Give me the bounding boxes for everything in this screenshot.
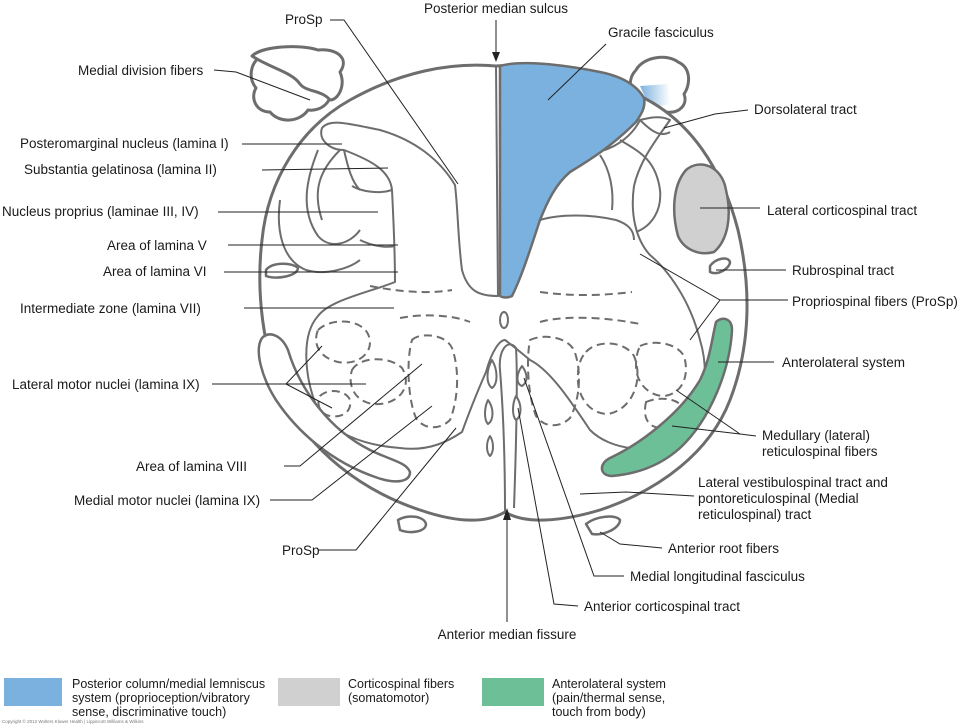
right-dorsal-lamina-1	[639, 119, 671, 136]
small-tract-left	[264, 262, 300, 279]
leader-lateral-vestibulospinal	[579, 491, 695, 497]
legend-swatch-anterolateral	[482, 678, 544, 706]
label-anterolateral-system: Anterolateral system	[782, 355, 905, 370]
lamina-V-boundary	[359, 239, 396, 248]
lateral-corticospinal-region	[673, 163, 730, 255]
label-posteromarginal-nucleus: Posteromarginal nucleus (lamina I)	[20, 136, 229, 151]
label-medial-division-fibers: Medial division fibers	[78, 63, 204, 78]
label-lamina-vi: Area of lamina VI	[103, 264, 207, 279]
right-dorsal-lamina-3	[539, 214, 635, 241]
leader-lamina-viii	[284, 363, 423, 467]
leader-prosp-bottom	[318, 427, 457, 551]
label-posterior-median-sulcus: Posterior median sulcus	[424, 1, 568, 16]
lamina-VI-dashed-left	[369, 285, 453, 294]
label-anterior-median-fissure: Anterior median fissure	[438, 627, 577, 642]
arrowhead-anterior	[503, 508, 511, 520]
label-gracile-fasciculus: Gracile fasciculus	[608, 25, 714, 40]
gracile-fasciculus-region	[498, 61, 646, 299]
label-nucleus-proprius: Nucleus proprius (laminae III, IV)	[2, 204, 199, 219]
legend-text-anterolateral-line1: Anterolateral system	[552, 677, 666, 691]
medial-motor-nucleus-left	[407, 334, 459, 429]
medial-longitudinal-fasciculus-right	[516, 365, 528, 387]
right-dorsal-lamina-4	[599, 154, 614, 211]
label-lateral-corticospinal-tract: Lateral corticospinal tract	[767, 203, 917, 218]
medial-longitudinal-fasciculus-left	[486, 359, 498, 389]
legend-text-posterior-column-line2: system (proprioception/vibratory	[72, 691, 251, 705]
leader-anterior-root	[599, 531, 663, 549]
labels: Posterior median sulcus ProSp Medial div…	[2, 1, 958, 642]
anterior-median-fissure-line	[498, 343, 518, 513]
leader-anterior-corticospinal	[517, 407, 579, 607]
lamina-VI-dashed-right	[539, 291, 633, 296]
lateral-vestibulospinal-left	[257, 333, 412, 483]
label-substantia-gelatinosa: Substantia gelatinosa (lamina II)	[24, 162, 217, 177]
anterior-corticospinal-left	[484, 399, 494, 425]
legend-text-anterolateral-line2: (pain/thermal sense,	[552, 691, 665, 705]
lamina-I-boundary	[343, 149, 361, 191]
anterolateral-system-region	[600, 317, 734, 478]
medial-motor-nucleus-right	[527, 335, 580, 427]
label-lateral-motor-nuclei: Lateral motor nuclei (lamina IX)	[12, 377, 200, 392]
leader-lines	[212, 19, 788, 622]
right-dorsal-lamina-2	[619, 139, 662, 233]
lateral-motor-nucleus-left-2	[349, 358, 407, 406]
copyright-text: Copyright © 2012 Wolters Kluwer Health |…	[2, 718, 144, 724]
leader-medial-motor	[270, 405, 433, 501]
leader-propriospinal-2	[689, 299, 721, 341]
posterior-median-sulcus-line	[495, 65, 499, 297]
label-lateral-vestibulospinal-line1: Lateral vestibulospinal tract and	[698, 475, 888, 490]
legend-text-anterolateral-line3: touch from body)	[552, 705, 646, 719]
label-propriospinal-fibers: Propriospinal fibers (ProSp)	[792, 294, 958, 309]
legend-swatch-posterior-column	[4, 678, 62, 706]
rubrospinal-tract-right	[708, 257, 732, 275]
label-medullary-line1: Medullary (lateral)	[762, 428, 870, 443]
legend-text-corticospinal-line2: (somatomotor)	[348, 691, 429, 705]
label-medullary-line2: reticulospinal fibers	[762, 444, 878, 459]
label-intermediate-zone: Intermediate zone (lamina VII)	[20, 301, 201, 316]
anterior-root-fibers-right	[584, 515, 622, 536]
legend-text-corticospinal-line1: Corticospinal fibers	[348, 677, 454, 691]
label-prosp-top: ProSp	[285, 12, 323, 27]
lamina-II-boundary	[305, 149, 361, 245]
gray-matter-outline	[305, 116, 706, 450]
lamina-VIII-left	[399, 314, 471, 323]
label-anterior-corticospinal-tract: Anterior corticospinal tract	[584, 599, 740, 614]
label-prosp-bottom: ProSp	[282, 543, 320, 558]
label-lamina-viii: Area of lamina VIII	[136, 459, 247, 474]
arrowhead-posterior	[492, 52, 500, 62]
label-rubrospinal-tract: Rubrospinal tract	[792, 263, 894, 278]
leader-lateral-motor-3	[285, 383, 333, 409]
anterior-tract-left-2	[486, 435, 494, 457]
label-medial-motor-nuclei: Medial motor nuclei (lamina IX)	[74, 493, 260, 508]
central-canal	[499, 311, 509, 329]
lamina-III-boundary	[351, 185, 393, 194]
leader-prosp-top	[330, 19, 459, 185]
label-lateral-vestibulospinal-line3: reticulospinal) tract	[698, 507, 812, 522]
legend-swatch-corticospinal	[278, 678, 340, 706]
leader-medial-longitudinal	[523, 377, 624, 577]
leader-medial-division	[213, 69, 311, 101]
label-medial-longitudinal-fasciculus: Medial longitudinal fasciculus	[630, 569, 805, 584]
lateral-gray-left-2	[316, 149, 341, 221]
leader-substantia-gelatinosa	[261, 167, 389, 171]
label-lateral-vestibulospinal-line2: pontoreticulospinal (Medial	[698, 491, 859, 506]
lateral-gray-left	[277, 199, 361, 274]
label-lamina-v: Area of lamina V	[107, 238, 207, 253]
legend-text-posterior-column-line3: sense, discriminative touch)	[72, 705, 226, 719]
label-anterior-root-fibers: Anterior root fibers	[668, 541, 779, 556]
lateral-motor-nucleus-left-1	[315, 320, 371, 364]
leader-medullary-2	[675, 389, 741, 435]
spinal-cord-section	[249, 45, 749, 536]
lamina-VIII-right	[539, 316, 641, 325]
medial-division-rootlet	[250, 45, 345, 102]
label-dorsolateral-tract: Dorsolateral tract	[754, 102, 857, 117]
anterior-root-fibers-left	[396, 515, 428, 534]
leader-gracile	[547, 43, 607, 101]
lateral-motor-nucleus-right-1	[576, 342, 639, 416]
legend: Posterior column/medial lemniscus system…	[4, 677, 666, 719]
legend-text-posterior-column-line1: Posterior column/medial lemniscus	[72, 677, 265, 691]
leader-dorsolateral	[663, 109, 749, 129]
